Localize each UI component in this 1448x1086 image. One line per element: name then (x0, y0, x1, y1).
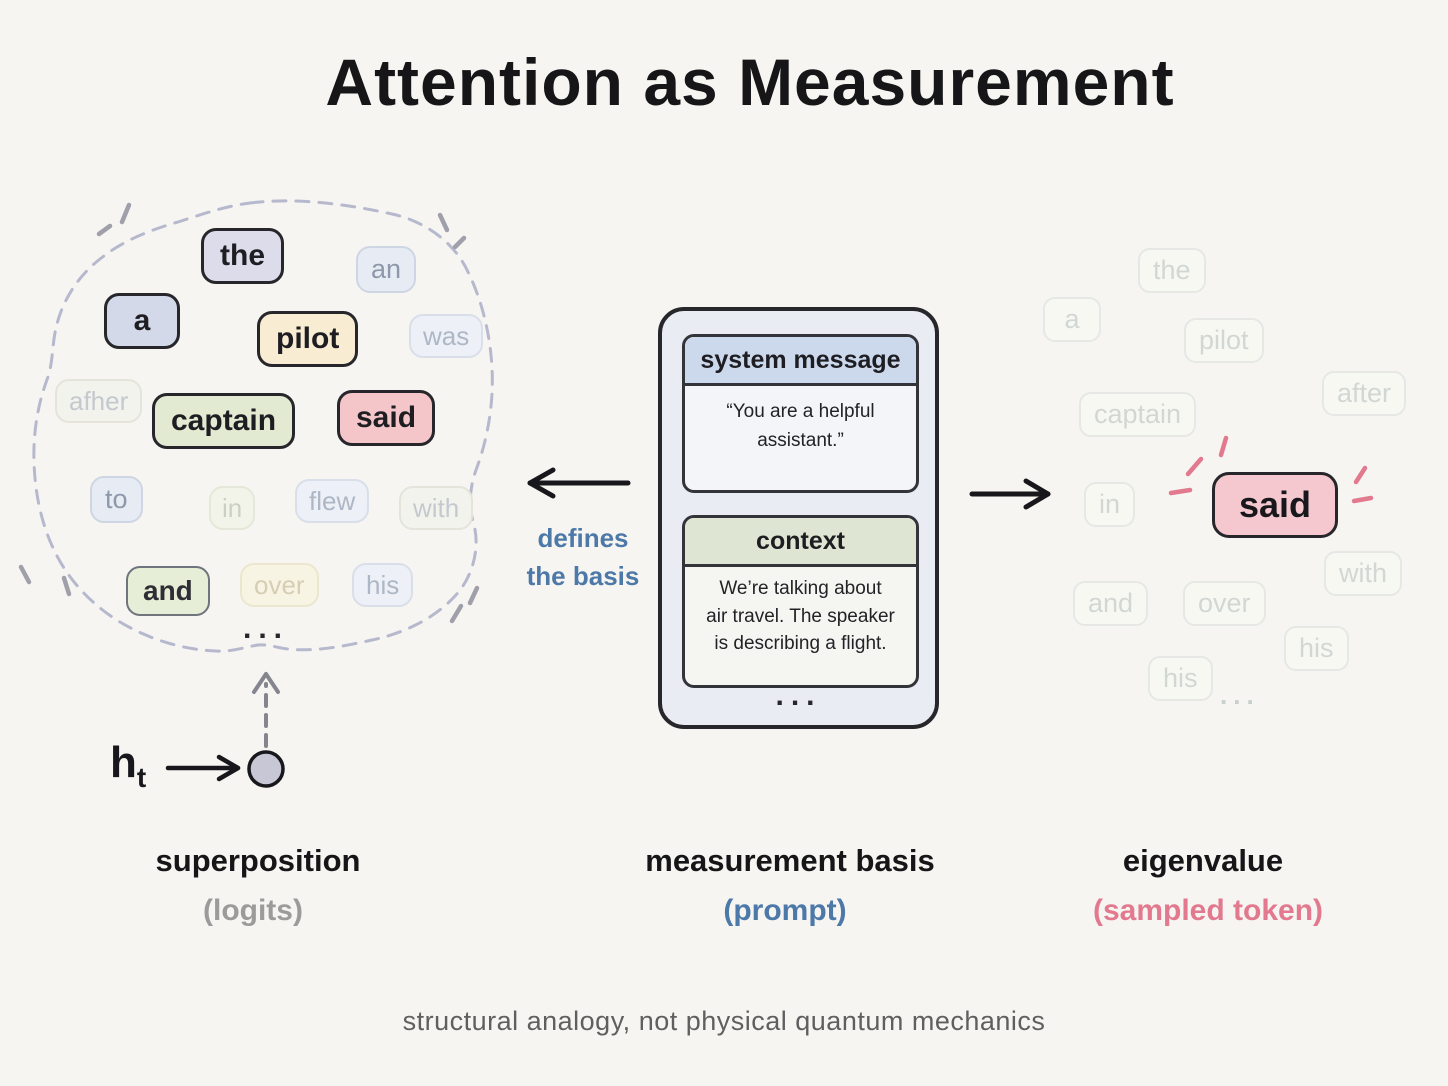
cloud-token-an: an (356, 246, 417, 293)
hidden-state-node (247, 750, 285, 788)
defines-basis-arrow (527, 467, 631, 499)
cloud-token-in: in (209, 486, 256, 530)
sampled-ellipsis: ... (1220, 680, 1260, 710)
logits-up-arrow (252, 672, 280, 748)
hidden-state-label: ht (110, 738, 146, 794)
system-message-card: system message “You are a helpful assist… (682, 334, 919, 493)
hidden-state-sub: t (136, 761, 147, 793)
sampled-token-the: the (1138, 248, 1206, 293)
label-superposition: superposition (155, 843, 361, 878)
sublabel-sampled-token: (sampled token) (1092, 894, 1324, 927)
sampled-token-his: his (1284, 626, 1349, 671)
cloud-token-with: with (399, 486, 474, 530)
sublabel-prompt: (prompt) (723, 894, 847, 927)
sampled-token-said-highlight: said (1212, 472, 1339, 538)
label-measurement-basis: measurement basis (645, 843, 935, 878)
system-message-line: “You are a helpful (726, 401, 875, 422)
sampled-token-over: over (1183, 581, 1266, 626)
defines-basis-line: the basis (526, 560, 640, 591)
context-line: We’re talking about (719, 578, 882, 599)
context-body: We’re talking about air travel. The spea… (685, 567, 916, 658)
system-message-line: assistant.” (757, 429, 844, 451)
panel-ellipsis: ... (775, 679, 822, 712)
cloud-token-said: said (337, 390, 436, 446)
sampled-token-with: with (1324, 551, 1403, 596)
context-card: context We’re talking about air travel. … (682, 515, 919, 688)
cloud-token-to: to (90, 476, 143, 523)
cloud-token-captain: captain (152, 393, 296, 449)
cloud-token-his: his (352, 563, 414, 607)
sampled-token-a: a (1043, 297, 1101, 342)
context-header: context (685, 518, 916, 567)
page-title: Attention as Measurement (325, 45, 1175, 119)
sampled-token-and: and (1073, 581, 1149, 626)
sampled-token-after: after (1322, 371, 1407, 416)
defines-basis-line: defines (537, 523, 629, 553)
sampled-token-captain: captain (1079, 392, 1197, 437)
cloud-token-pilot: pilot (257, 311, 359, 367)
cloud-token-afher: afher (55, 379, 143, 423)
cloud-token-over: over (240, 563, 319, 607)
prompt-panel: system message “You are a helpful assist… (658, 307, 939, 729)
context-line: is describing a flight. (714, 633, 887, 655)
hidden-state-base: h (110, 738, 137, 787)
sublabel-logits: (logits) (203, 894, 303, 927)
footer-note: structural analogy, not physical quantum… (402, 1006, 1046, 1036)
cloud-token-was: was (409, 314, 484, 358)
cloud-ellipsis: ... (243, 612, 290, 645)
sampled-token-his-2: his (1148, 656, 1213, 701)
sampled-token-in: in (1084, 482, 1136, 527)
defines-basis-annotation: defines the basis (493, 520, 673, 595)
cloud-token-and: and (126, 566, 210, 616)
cloud-token-flew: flew (295, 479, 370, 523)
cloud-token-the: the (201, 228, 284, 284)
system-message-header: system message (685, 337, 916, 386)
system-message-body: “You are a helpful assistant.” (685, 386, 916, 455)
label-eigenvalue: eigenvalue (1122, 843, 1284, 878)
sampled-token-pilot: pilot (1184, 318, 1264, 363)
hidden-state-arrow (165, 754, 241, 782)
cloud-token-a: a (104, 293, 180, 349)
sampled-token-arrow (969, 478, 1051, 510)
context-line: air travel. The speaker (706, 605, 895, 627)
